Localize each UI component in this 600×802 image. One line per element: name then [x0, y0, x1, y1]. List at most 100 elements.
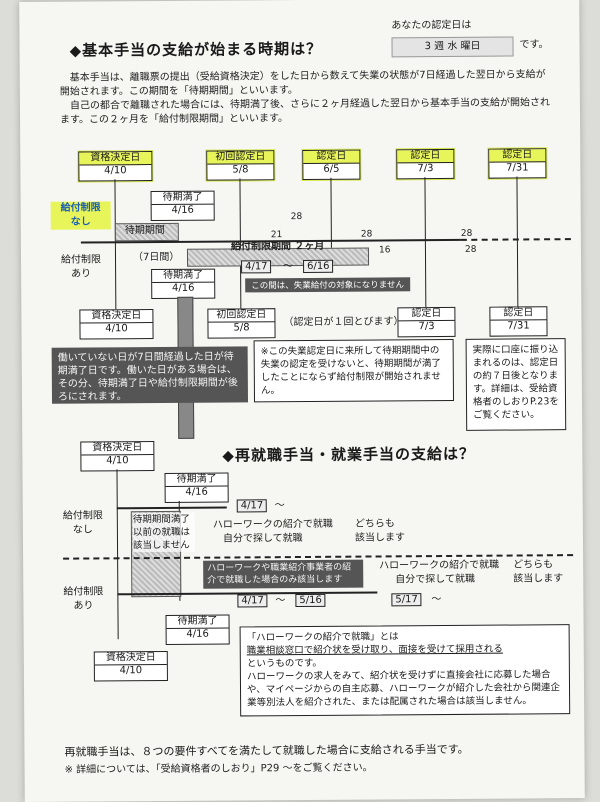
right-note: 実際に口座に振り込まれるのは、認定日の約７日後となります。詳細は、受給資格者のし…	[465, 338, 567, 431]
bottom-box-qualify: 資格決定日 4/10	[79, 309, 154, 340]
seven-days: （7日間）	[132, 251, 180, 264]
s2-a-to: 5/16	[295, 593, 326, 608]
bottom-box-date: 4/10	[105, 323, 128, 335]
top-box-cert-3: 認定日 7/31	[488, 148, 547, 179]
bottom-box-label: 認定日	[398, 307, 455, 322]
top-box-date: 4/10	[104, 165, 127, 177]
tick-line	[330, 177, 332, 248]
s2-self-find2: 自分で探して就職	[395, 573, 475, 586]
top-box-first-cert: 初回認定日 5/8	[206, 150, 275, 181]
row-label-ari: 給付制限 あり	[60, 254, 102, 280]
top-box-cert-1: 認定日 6/5	[302, 149, 361, 180]
top-box-date: 6/5	[323, 163, 340, 175]
waiting-box-lower: 待期満了 4/16	[151, 268, 216, 300]
waiting-label: 待期満了	[151, 191, 214, 206]
waiting-date: 4/16	[171, 282, 195, 294]
section1-title: ◆基本手当の支給が始まる時期は？	[69, 39, 323, 60]
s2-a-after: 5/17	[391, 593, 422, 607]
top-box-label: 資格決定日	[79, 152, 152, 166]
s2-waiting-box-2: 待期満了 4/16	[165, 614, 230, 645]
s2-box2-date: 4/10	[119, 665, 143, 677]
gap-number: 28	[464, 244, 477, 255]
s2-n-from: 4/17	[236, 499, 268, 513]
s2-box-qualify-2: 資格決定日 4/10	[93, 650, 168, 682]
s2-waiting2-date: 4/16	[186, 628, 209, 640]
top-box-date: 5/8	[232, 164, 249, 176]
bottom-box-label: 初回認定日	[208, 309, 275, 323]
top-box-label: 認定日	[397, 149, 454, 164]
s2-hw-intro: ハローワークの紹介で就職	[212, 518, 333, 531]
waiting-box-upper: 待期満了 4/16	[150, 190, 215, 222]
hw-def-line3: ハローワークの求人をみて、紹介状を受けずに直接会社に応募した場合や、マイページか…	[246, 669, 561, 709]
intro-paragraph-1: 基本手当は、離職票の提出（受給資格決定）をした日から数えて失業の状態が7日経過し…	[59, 69, 546, 98]
hw-definition-box: 「ハローワークの紹介で就職」とは 職業相談窓口で紹介状を受け取り、面接を受けて採…	[239, 624, 571, 717]
restrict-note: この間は、失業給付の対象になりません	[245, 277, 410, 293]
s2-n-tilde: ～	[274, 500, 285, 512]
top-box-date: 7/3	[417, 163, 434, 175]
cert-value: 3 週 水 曜日	[391, 36, 514, 58]
dark-note: 働いていない日が7日間経過した日が待期満了日です。働いた日がある場合は、その分、…	[51, 346, 249, 404]
gap-number: 28	[360, 229, 373, 240]
waiting-date: 4/16	[171, 204, 194, 216]
s2-a-tilde: ～	[275, 595, 286, 607]
s2-row-nashi: 給付制限 なし	[62, 510, 103, 536]
top-box-label: 認定日	[489, 149, 546, 163]
bottom-box-date: 7/3	[418, 321, 435, 333]
bottom-box-date: 7/31	[507, 320, 530, 332]
gap-number: 28	[290, 211, 303, 223]
s2-a-after-tilde: ～	[431, 594, 442, 606]
footer-line1: 再就職手当は、８つの要件すべてを満たして就職した場合に支給される手当です。	[64, 742, 469, 759]
top-box-date: 7/31	[506, 162, 529, 174]
s2-hw-intro2: ハローワークの紹介で就職	[379, 559, 500, 572]
s2-row-ari: 給付制限 あり	[63, 586, 104, 612]
gap-number: 16	[378, 245, 391, 256]
mid-note: ※この失業認定日に来所して待期期間中の失業の認定を受けないと、待期期間が満了した…	[253, 338, 455, 403]
s2-self-find: 自分で探して就職	[222, 532, 303, 545]
s2-waiting-box: 待期満了 4/16	[164, 472, 229, 503]
tick-line	[516, 176, 519, 307]
waiting-period-label: 待期期間	[124, 224, 165, 237]
restrict-label: 給付制限期間 ２ヶ月	[230, 240, 325, 253]
s2-both: どちらも	[354, 518, 395, 530]
s2-both2: どちらも	[513, 559, 554, 571]
top-box-cert-2: 認定日 7/3	[396, 148, 455, 180]
bottom-box-first-cert: 初回認定日 5/8	[207, 308, 276, 339]
bottom-box-label: 資格決定日	[80, 310, 153, 324]
s2-applies: 該当します	[354, 532, 406, 544]
s2-box-date: 4/10	[106, 455, 129, 467]
timeline-dashed	[460, 238, 571, 241]
s2-hw-agency: ハローワークや職業紹介事業者の紹介で就職した場合のみ該当します	[203, 559, 364, 589]
bottom-box-date: 5/8	[233, 322, 250, 334]
skip-note: （認定日が１回とびます）	[283, 316, 404, 329]
gap-number: 28	[460, 228, 473, 239]
bottom-box-cert-1: 認定日 7/3	[397, 306, 456, 338]
waiting-label: 待期満了	[152, 269, 215, 284]
cert-suffix: です。	[519, 39, 549, 51]
restrict-tilde: ～	[283, 261, 294, 273]
document-page: ◆基本手当の支給が始まる時期は？ あなたの認定日は 3 週 水 曜日 です。 基…	[19, 0, 585, 802]
s2-applies2: 該当します	[513, 573, 564, 585]
restrict-to: 6/16	[303, 259, 334, 273]
cert-prefix: あなたの認定日は	[391, 19, 472, 32]
s2-a-from: 4/17	[237, 594, 268, 608]
section2-title: ◆再就職手当・就業手当の支給は？	[222, 444, 475, 465]
s2-box-qualify: 資格決定日 4/10	[80, 441, 155, 472]
top-box-qualify: 資格決定日 4/10	[78, 151, 153, 182]
bottom-box-label: 認定日	[490, 307, 547, 321]
s2-early-job: 待期期間満了以前の就職は該当しません	[132, 512, 196, 553]
intro-paragraph-2: 自己の都合で離職された場合には、待期満了後、さらに２ヶ月経過した翌日から基本手当…	[60, 97, 550, 126]
s2-line-nashi	[116, 506, 227, 510]
tick-line	[114, 179, 117, 310]
top-box-label: 初回認定日	[207, 151, 274, 165]
s2-box-label: 資格決定日	[81, 442, 154, 456]
s2-waiting-label: 待期満了	[165, 473, 228, 487]
bottom-box-cert-2: 認定日 7/31	[489, 306, 548, 337]
footer-line2: ※ 詳細については、「受給資格者のしおり」P29 ～をご覧ください。	[64, 762, 373, 776]
row-label-nashi: 給付制限 なし	[50, 201, 111, 230]
s2-waiting-date: 4/16	[185, 486, 208, 498]
restrict-from: 4/17	[241, 260, 272, 274]
s2-tick	[116, 469, 119, 640]
s2-box2-label: 資格決定日	[94, 651, 167, 666]
gap-number: 21	[270, 230, 283, 241]
s2-waiting2-label: 待期満了	[166, 615, 229, 629]
